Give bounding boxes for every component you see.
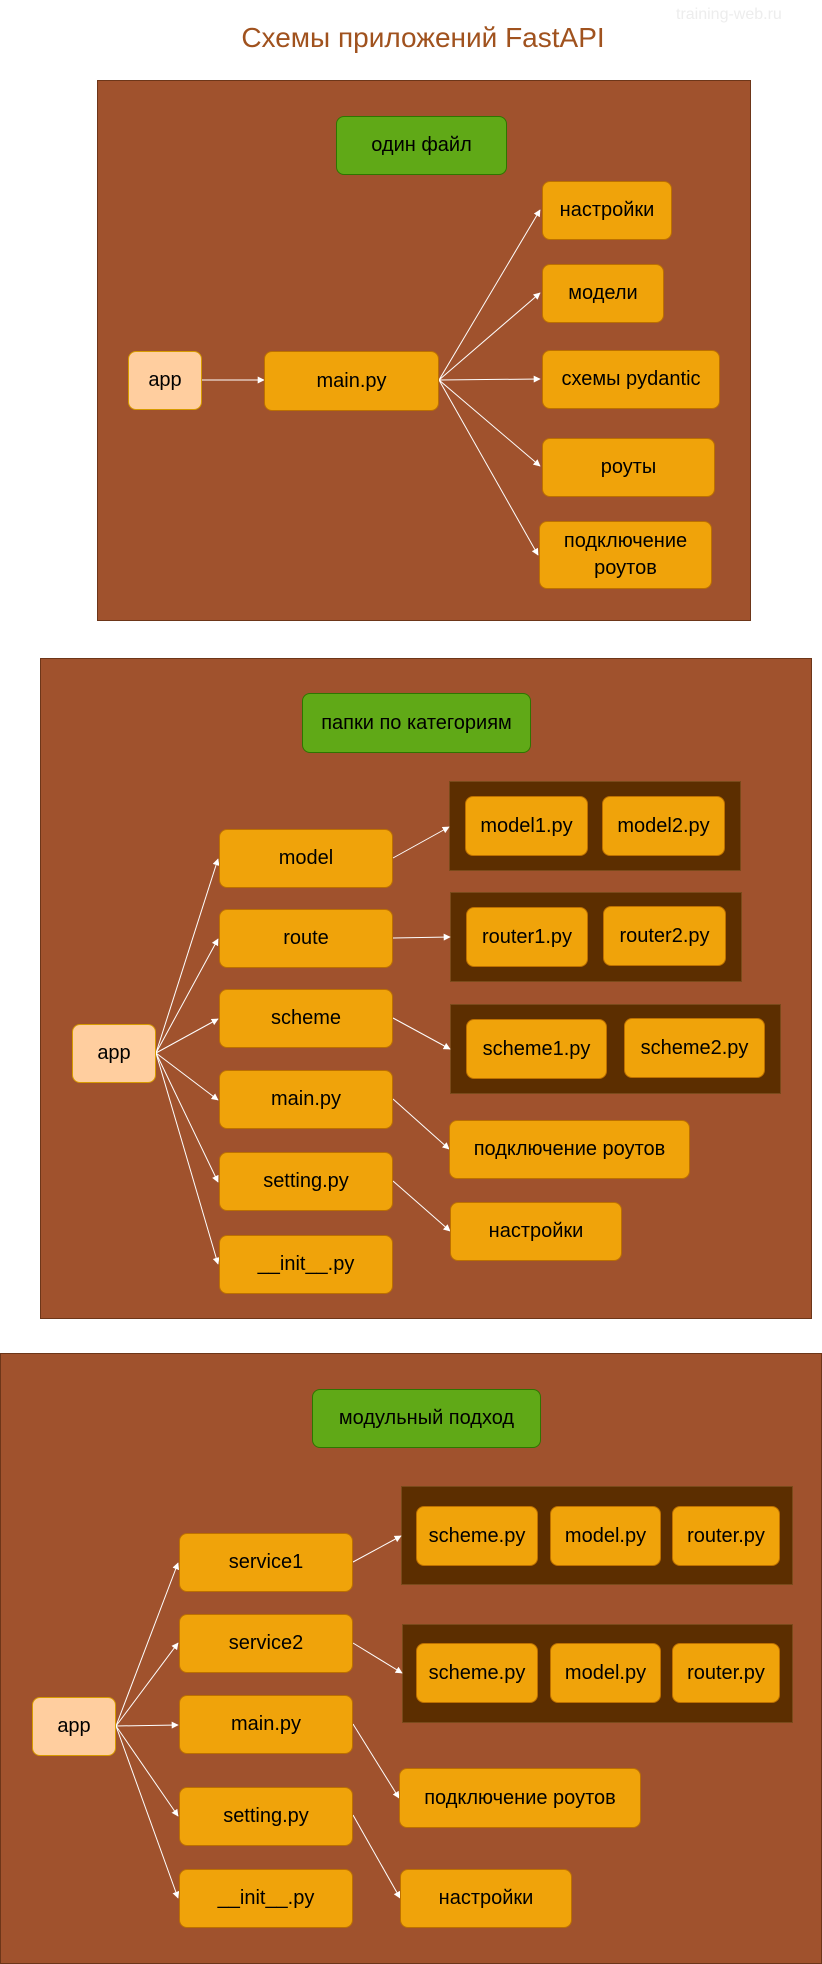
modular-approach-header: модульный подход: [312, 1389, 541, 1448]
scheme-folder-node: scheme: [219, 989, 393, 1048]
router2-file-node: router2.py: [603, 906, 726, 966]
service2-node: service2: [179, 1614, 353, 1673]
models-node: модели: [542, 264, 664, 323]
connect-routes-node: подключение роутов: [399, 1768, 641, 1828]
page-title: Схемы приложений FastAPI: [241, 22, 605, 53]
main-py-node: main.py: [264, 351, 439, 411]
service1-scheme-file-node: scheme.py: [416, 1506, 538, 1566]
service2-scheme-file-node: scheme.py: [416, 1643, 538, 1703]
main-py-node: main.py: [179, 1695, 353, 1754]
route-folder-node: route: [219, 909, 393, 968]
setting-py-node: setting.py: [179, 1787, 353, 1846]
router1-file-node: router1.py: [466, 907, 588, 967]
service1-router-file-node: router.py: [672, 1506, 780, 1566]
app-node: app: [128, 351, 202, 410]
service1-model-file-node: model.py: [550, 1506, 661, 1566]
model1-file-node: model1.py: [465, 796, 588, 856]
connect-routes-node: подключение роутов: [449, 1120, 690, 1179]
service2-model-file-node: model.py: [550, 1643, 661, 1703]
service2-router-file-node: router.py: [672, 1643, 780, 1703]
init-py-node: __init__.py: [219, 1235, 393, 1294]
init-py-node: __init__.py: [179, 1869, 353, 1928]
routes-node: роуты: [542, 438, 715, 497]
settings-node: настройки: [450, 1202, 622, 1261]
single-file-header: один файл: [336, 116, 507, 175]
settings-node: настройки: [542, 181, 672, 240]
model-folder-node: model: [219, 829, 393, 888]
main-py-node: main.py: [219, 1070, 393, 1129]
watermark: training-web.ru: [676, 6, 782, 23]
app-node: app: [32, 1697, 116, 1756]
app-node: app: [72, 1024, 156, 1083]
category-folders-header: папки по категориям: [302, 693, 531, 753]
settings-node: настройки: [400, 1869, 572, 1928]
pydantic-schemas-node: схемы pydantic: [542, 350, 720, 409]
model2-file-node: model2.py: [602, 796, 725, 856]
service1-node: service1: [179, 1533, 353, 1592]
scheme1-file-node: scheme1.py: [466, 1019, 607, 1079]
scheme2-file-node: scheme2.py: [624, 1018, 765, 1078]
connect-routes-node: подключение роутов: [539, 521, 712, 589]
diagram-category-folders-panel: [40, 658, 812, 1319]
setting-py-node: setting.py: [219, 1152, 393, 1211]
